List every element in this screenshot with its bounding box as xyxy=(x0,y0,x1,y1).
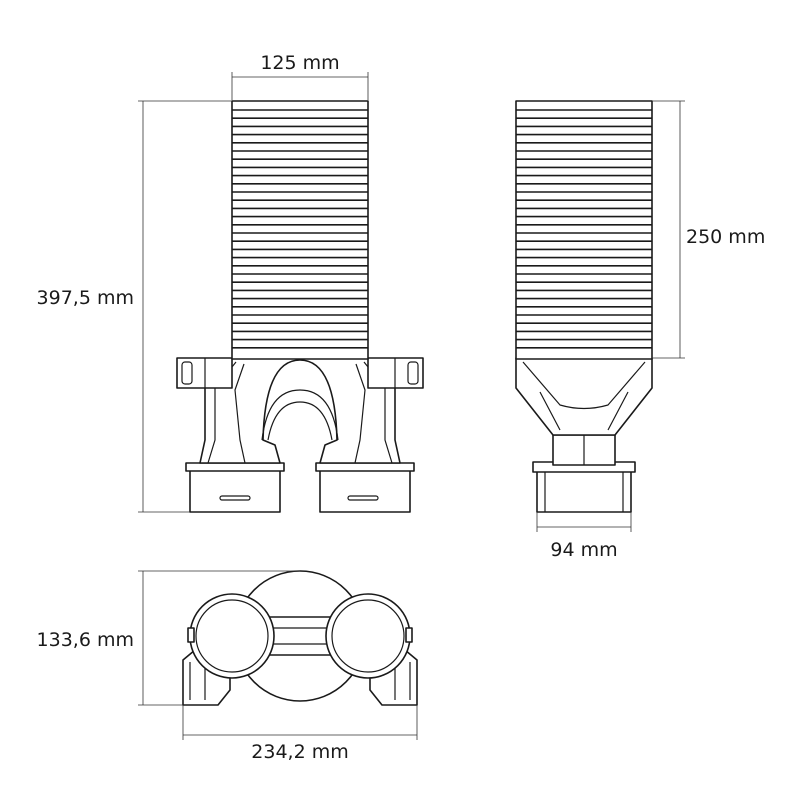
front-left-leg-inner xyxy=(234,363,246,464)
front-arch-inner xyxy=(261,389,339,441)
front-ribbed-tube xyxy=(231,100,369,360)
plan-right-tab xyxy=(405,627,413,643)
side-funnel xyxy=(515,357,653,436)
front-arch-band xyxy=(267,401,333,441)
front-left-flange-slot xyxy=(181,361,193,385)
dim-side-width-label: 94 mm xyxy=(550,539,617,561)
side-funnel-edges xyxy=(539,391,629,431)
dim-total-height-label: 397,5 mm xyxy=(37,287,134,309)
front-view xyxy=(176,100,424,513)
front-right-slot xyxy=(347,495,379,501)
side-funnel-inner xyxy=(522,361,646,410)
plan-left-tab xyxy=(187,627,195,643)
plan-left-pipe-outer xyxy=(189,593,275,679)
dim-plan-depth-label: 133,6 mm xyxy=(37,629,134,651)
side-connector-lines xyxy=(544,472,624,512)
side-view xyxy=(515,100,653,513)
dim-top-width-label: 125 mm xyxy=(260,52,339,74)
plan-right-pipe-outer xyxy=(325,593,411,679)
front-right-connector-rim xyxy=(315,462,415,472)
front-left-connector-rim xyxy=(185,462,285,472)
dim-side-height-label: 250 mm xyxy=(686,226,765,248)
plan-left-pipe-inner xyxy=(195,599,269,673)
front-left-slot xyxy=(219,495,251,501)
dimension-lines xyxy=(138,72,685,740)
front-tube-ribs xyxy=(232,109,368,349)
plan-right-pipe-inner xyxy=(331,599,405,673)
front-right-leg-inner xyxy=(354,363,366,464)
front-left-connector xyxy=(189,464,281,513)
side-tube-ribs xyxy=(516,109,652,349)
dim-plan-width-label: 234,2 mm xyxy=(251,741,348,763)
front-right-connector xyxy=(319,464,411,513)
front-body xyxy=(199,357,401,464)
front-right-flange-slot xyxy=(407,361,419,385)
side-ribbed-tube xyxy=(515,100,653,360)
plan-view xyxy=(182,570,418,706)
